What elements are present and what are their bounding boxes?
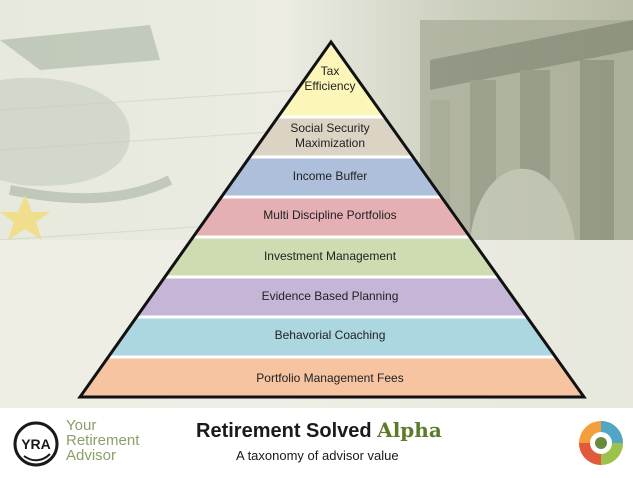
layer-label-income-buffer: Income Buffer — [292, 169, 368, 183]
layer-label-social-security: Social Security Maximization — [290, 121, 370, 150]
layer-label-portfolio-fees: Portfolio Management Fees — [256, 371, 404, 385]
logo-wordmark: Your Retirement Advisor — [66, 417, 140, 464]
logo-initials: YRA — [21, 436, 51, 452]
slide-subtitle: A taxonomy of advisor value — [236, 448, 399, 463]
layer-label-tax-efficiency: Tax Efficiency — [304, 64, 356, 93]
colorful-circle-logo-icon — [579, 421, 623, 465]
layer-label-behavorial-coaching: Behavorial Coaching — [274, 328, 386, 342]
pyramid-outline — [77, 39, 587, 399]
layer-label-evidence-based: Evidence Based Planning — [261, 289, 399, 303]
title-accent: Alpha — [377, 418, 442, 442]
layer-label-multi-discipline: Multi Discipline Portfolios — [263, 208, 397, 222]
slide-title: Retirement Solved Alpha — [196, 418, 442, 442]
yra-logo-icon: YRA — [13, 421, 59, 467]
footer — [0, 408, 633, 478]
pyramid — [77, 39, 587, 399]
layer-label-investment-management: Investment Management — [263, 249, 397, 263]
